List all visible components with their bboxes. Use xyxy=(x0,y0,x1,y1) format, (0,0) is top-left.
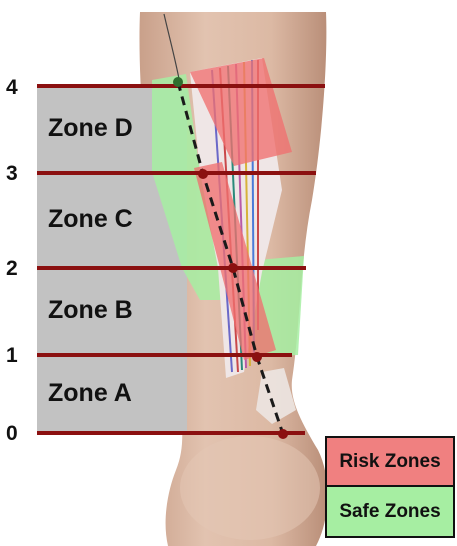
nerve-point-level-1 xyxy=(252,352,262,362)
nerve-point-level-2 xyxy=(228,263,238,273)
zone-label-b: Zone B xyxy=(48,296,133,325)
zone-label-d: Zone D xyxy=(48,114,133,143)
legend-safe-zones: Safe Zones xyxy=(327,487,453,536)
heel-shape xyxy=(180,436,320,540)
zone-label-c: Zone C xyxy=(48,205,133,234)
level-label-1: 1 xyxy=(6,344,18,368)
level-label-4: 4 xyxy=(6,76,18,100)
nerve-point-level-3 xyxy=(198,169,208,179)
nerve-point-level-0 xyxy=(278,429,288,439)
nerve-point-top xyxy=(173,77,183,87)
legend-box: Risk Zones Safe Zones xyxy=(325,436,455,538)
zone-label-a: Zone A xyxy=(48,379,132,408)
legend-risk-zones: Risk Zones xyxy=(327,438,453,487)
level-label-0: 0 xyxy=(6,422,18,446)
level-label-2: 2 xyxy=(6,257,18,281)
level-label-3: 3 xyxy=(6,162,18,186)
